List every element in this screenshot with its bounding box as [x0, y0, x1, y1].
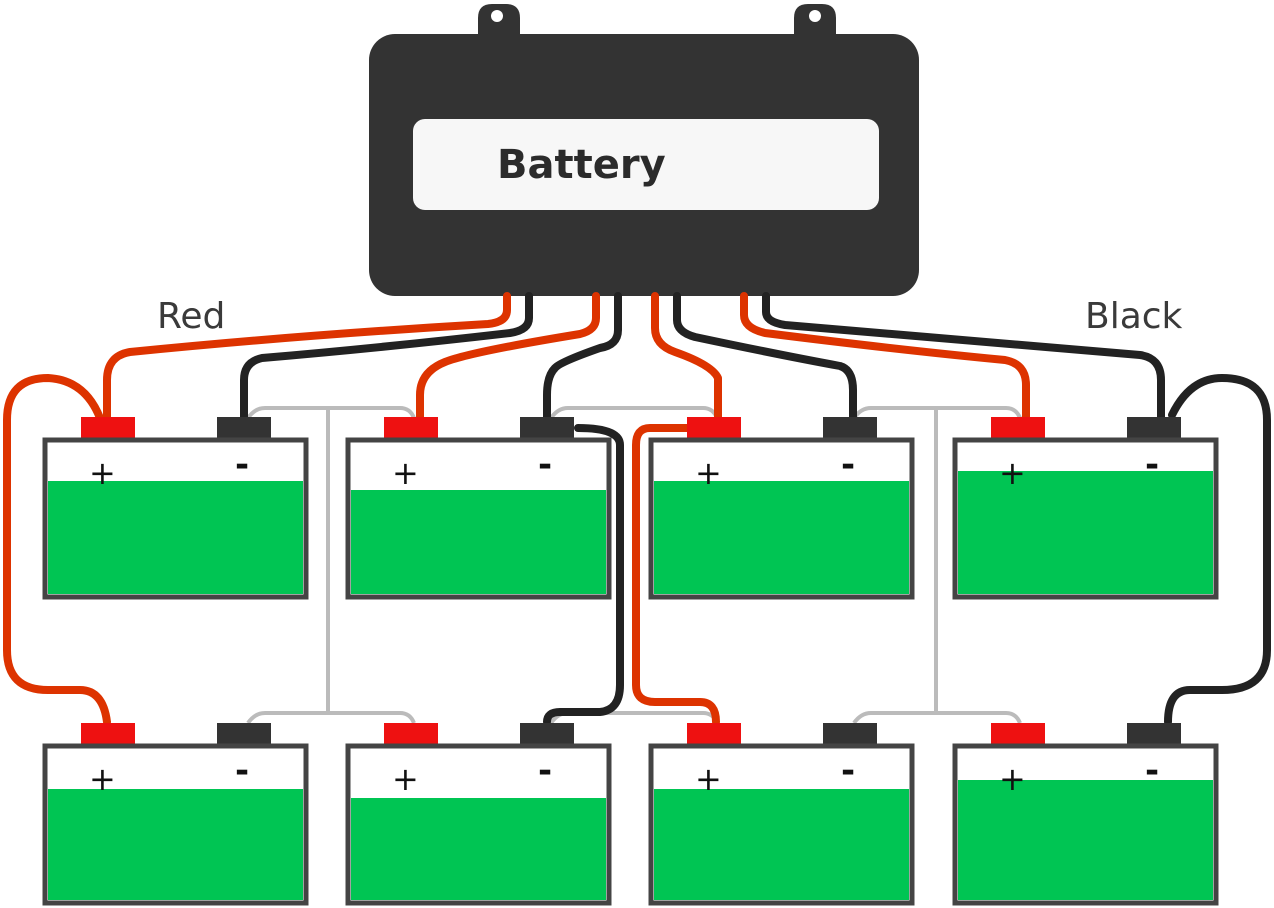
negative-terminal	[1127, 723, 1181, 746]
black-wire	[240, 292, 533, 422]
link-wire	[852, 711, 1022, 725]
positive-sign: +	[89, 760, 116, 798]
black-wire-label: Black	[1085, 296, 1183, 337]
positive-terminal	[687, 417, 741, 440]
parallel-links	[246, 406, 1022, 725]
negative-terminal	[217, 417, 271, 440]
red-wire	[740, 292, 1030, 422]
battery-cell: +-	[952, 723, 1219, 906]
link-wire	[246, 711, 416, 725]
positive-sign: +	[999, 454, 1026, 492]
cell-charge-fill	[958, 471, 1213, 594]
negative-terminal	[520, 417, 574, 440]
positive-terminal	[81, 723, 135, 746]
negative-sign: -	[538, 751, 552, 791]
battery-cell: +-	[648, 723, 915, 906]
positive-terminal	[81, 417, 135, 440]
red-wires	[3, 292, 1030, 726]
positive-terminal	[384, 417, 438, 440]
red-wire	[651, 292, 722, 422]
cell-charge-fill	[48, 789, 303, 900]
positive-sign: +	[392, 454, 419, 492]
negative-sign: -	[841, 751, 855, 791]
negative-terminal	[823, 723, 877, 746]
battery-label: Battery	[497, 142, 666, 188]
negative-terminal	[1127, 417, 1181, 440]
red-wire	[416, 292, 600, 422]
negative-terminal	[520, 723, 574, 746]
cell-charge-fill	[351, 490, 606, 594]
black-wire	[673, 292, 857, 422]
positive-sign: +	[392, 760, 419, 798]
red-wire	[3, 374, 111, 726]
negative-sign: -	[235, 445, 249, 485]
positive-sign: +	[695, 454, 722, 492]
positive-terminal	[991, 723, 1045, 746]
mount-hole-left	[491, 10, 503, 22]
battery-cell: +-	[952, 417, 1219, 600]
black-wire	[762, 292, 1165, 422]
negative-terminal	[217, 723, 271, 746]
cell-charge-fill	[48, 481, 303, 594]
negative-sign: -	[235, 751, 249, 791]
main-battery-box: Battery	[369, 4, 919, 296]
positive-terminal	[384, 723, 438, 746]
positive-sign: +	[89, 454, 116, 492]
positive-sign: +	[695, 760, 722, 798]
negative-sign: -	[1145, 751, 1159, 791]
negative-terminal	[823, 417, 877, 440]
cell-charge-fill	[654, 481, 909, 594]
negative-sign: -	[1145, 445, 1159, 485]
battery-cell: +-	[648, 417, 915, 600]
cell-charge-fill	[351, 798, 606, 900]
red-wire-label: Red	[157, 296, 225, 337]
battery-cell: +-	[345, 723, 612, 906]
link-wire	[246, 406, 416, 420]
mount-hole-right	[809, 10, 821, 22]
positive-terminal	[687, 723, 741, 746]
battery-cell: +-	[345, 417, 612, 600]
cell-charge-fill	[958, 780, 1213, 900]
black-wire	[543, 424, 624, 726]
cell-grid: +-+-+-+-+-+-+-+-	[42, 417, 1219, 906]
battery-cell: +-	[42, 723, 309, 906]
positive-terminal	[991, 417, 1045, 440]
red-wire	[632, 424, 720, 726]
link-wire	[549, 406, 719, 420]
red-wire	[103, 292, 511, 422]
positive-sign: +	[999, 760, 1026, 798]
black-wire	[1164, 374, 1271, 726]
link-wire	[852, 406, 1022, 420]
black-wire	[543, 292, 622, 422]
cell-charge-fill	[654, 789, 909, 900]
battery-cell: +-	[42, 417, 309, 600]
negative-sign: -	[538, 445, 552, 485]
label-panel	[413, 119, 879, 210]
negative-sign: -	[841, 445, 855, 485]
black-wires	[240, 292, 1271, 726]
